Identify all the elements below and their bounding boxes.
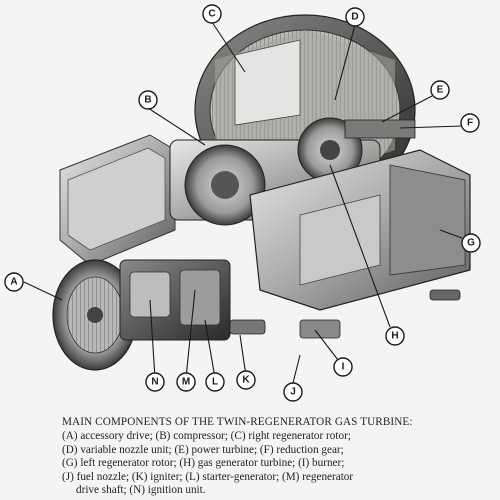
callout-e: E bbox=[430, 80, 450, 100]
caption-line: (G) left regenerator rotor; (H) gas gene… bbox=[62, 457, 345, 470]
callout-g: G bbox=[461, 233, 481, 253]
svg-text:J: J bbox=[290, 387, 296, 398]
turbine-cutaway-illustration: A B C D E F G H I J K L M N bbox=[4, 4, 481, 402]
left-regenerator-rotor bbox=[249, 149, 471, 311]
svg-text:M: M bbox=[182, 377, 190, 388]
figure-caption: MAIN COMPONENTS OF THE TWIN-REGENERATOR … bbox=[62, 416, 492, 497]
callout-j: J bbox=[283, 382, 303, 402]
callout-i: I bbox=[333, 357, 353, 377]
svg-text:F: F bbox=[467, 118, 473, 129]
svg-text:N: N bbox=[151, 377, 158, 388]
callout-c: C bbox=[202, 4, 222, 24]
svg-text:C: C bbox=[208, 9, 215, 20]
callout-f: F bbox=[460, 113, 480, 133]
svg-text:K: K bbox=[242, 375, 250, 386]
svg-text:I: I bbox=[342, 362, 345, 373]
svg-text:G: G bbox=[467, 238, 475, 249]
callout-b: B bbox=[138, 90, 158, 110]
callout-m: M bbox=[176, 372, 196, 392]
caption-line: (J) fuel nozzle; (K) igniter; (L) starte… bbox=[62, 470, 354, 483]
svg-text:E: E bbox=[437, 85, 444, 96]
caption-line: (D) variable nozzle unit; (E) power turb… bbox=[62, 443, 344, 456]
svg-text:L: L bbox=[212, 377, 218, 388]
callout-k: K bbox=[236, 370, 256, 390]
caption-title: MAIN COMPONENTS OF THE TWIN-REGENERATOR … bbox=[62, 416, 413, 428]
caption-line: drive shaft; (N) ignition unit. bbox=[76, 484, 206, 497]
svg-text:H: H bbox=[391, 331, 398, 342]
starter-generator-block bbox=[119, 259, 341, 341]
inlet-housing bbox=[59, 134, 176, 266]
callout-a: A bbox=[4, 272, 24, 292]
caption-line: (A) accessory drive; (B) compressor; (C)… bbox=[62, 430, 351, 443]
svg-text:B: B bbox=[144, 95, 151, 106]
callout-l: L bbox=[205, 372, 225, 392]
leader-lines bbox=[23, 21, 463, 384]
callout-n: N bbox=[145, 372, 165, 392]
callout-d: D bbox=[345, 7, 365, 27]
callout-h: H bbox=[385, 326, 405, 346]
svg-text:A: A bbox=[10, 277, 17, 288]
svg-text:D: D bbox=[351, 12, 358, 23]
